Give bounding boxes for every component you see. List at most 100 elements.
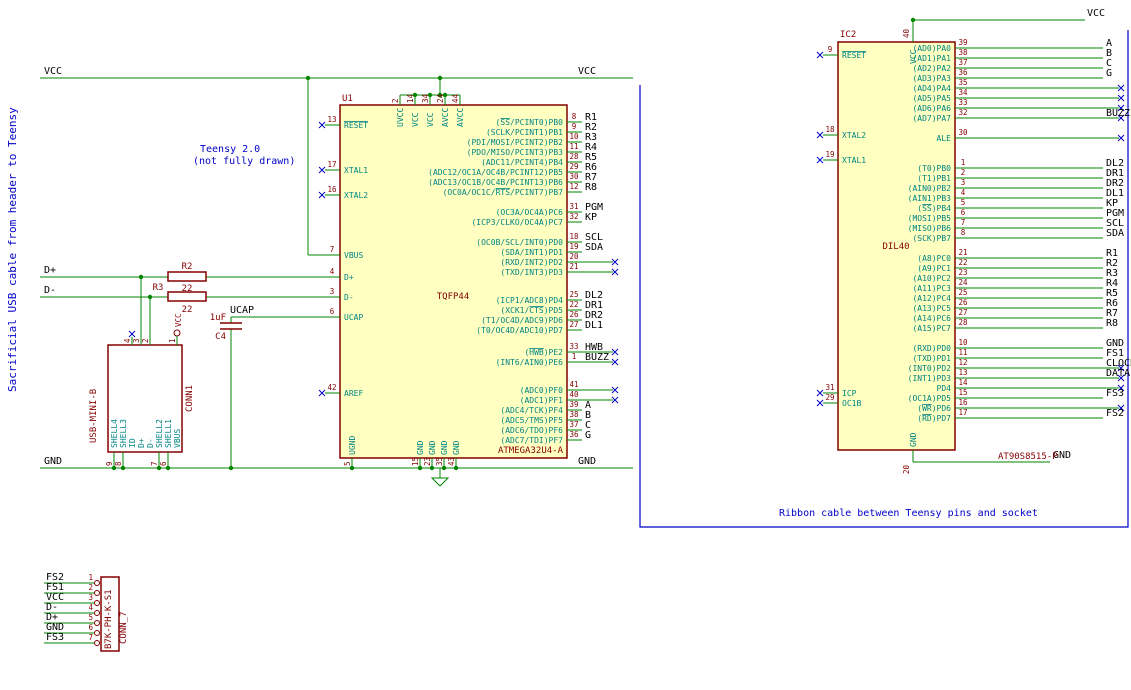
r2-value: 22 — [182, 284, 193, 294]
pin-number: 28 — [569, 152, 579, 161]
pin-number: 9 — [828, 45, 833, 54]
net-label-gnd: GND — [1053, 450, 1071, 461]
no-connect-icon — [611, 348, 619, 356]
junction-dot — [165, 465, 171, 471]
net-label: B — [585, 410, 591, 421]
pin-number: 7 — [88, 633, 93, 642]
pin-number: 15 — [411, 457, 420, 466]
pin-number: 26 — [958, 298, 968, 307]
net-label: FS1 — [46, 582, 64, 593]
net-label-vcc: VCC — [578, 66, 596, 77]
c4-value: 1uF — [210, 313, 226, 323]
pin-name: (ICP1/ADC8)PD4 — [496, 296, 564, 305]
pin-number: 7 — [150, 461, 159, 466]
junction-dot — [156, 465, 162, 471]
junction-dot — [349, 465, 355, 471]
net-label: FS3 — [46, 632, 64, 643]
pin-number: 11 — [958, 348, 967, 357]
pin-name: AVCC — [456, 108, 465, 127]
net-label: R8 — [1106, 318, 1118, 329]
pin-name: GND — [909, 432, 918, 447]
u1-ref: U1 — [342, 94, 353, 104]
net-label: R4 — [585, 142, 597, 153]
net-label-gnd: GND — [578, 456, 596, 467]
pin-number: 10 — [569, 132, 579, 141]
net-label: DR2 — [585, 310, 603, 321]
pin-circle — [94, 630, 100, 636]
pin-name: (AIN1)PB3 — [908, 194, 952, 203]
no-connect-icon — [1117, 84, 1125, 92]
pin-number: 43 — [447, 457, 456, 466]
pin-number: 32 — [958, 108, 967, 117]
pin-name: (TXD)PD1 — [912, 354, 951, 363]
pin-number: 35 — [435, 457, 444, 466]
pin-name: (OC0A/OC1C/RTS/PCINT7)PB7 — [443, 188, 564, 197]
pin-number: 33 — [569, 342, 578, 351]
usb-ref: CONN1 — [185, 385, 195, 412]
pin-name: RESET — [842, 51, 866, 60]
pin-name: (A11)PC3 — [912, 284, 951, 293]
no-connect-icon — [611, 396, 619, 404]
pin-number: 16 — [958, 398, 968, 407]
pin-name: D- — [146, 438, 155, 448]
junction-dot — [417, 465, 423, 471]
no-connect-icon — [816, 131, 824, 139]
pin-number: 18 — [825, 125, 835, 134]
pin-number: 1 — [88, 573, 93, 582]
pin-number: 3 — [132, 338, 141, 343]
pin-number: 18 — [569, 232, 579, 241]
pin-number: 21 — [958, 248, 967, 257]
pin-number: 5 — [961, 198, 966, 207]
pin-number: 25 — [569, 290, 578, 299]
ribbon-section-border — [639, 30, 1129, 528]
pin-name: SHELL2 — [155, 419, 164, 448]
pin-name: (SS/PCINT0)PB0 — [496, 118, 564, 127]
pin-number: 27 — [569, 320, 578, 329]
pin-name: (ADC11/PCINT4)PB4 — [481, 158, 563, 167]
pin-name: (HWB)PE2 — [524, 348, 563, 357]
net-label: C — [585, 420, 591, 431]
r3-value: 22 — [182, 305, 193, 315]
r3-body[interactable] — [167, 291, 207, 302]
conn7-body[interactable] — [100, 576, 120, 652]
pin-name: (ADC1)PF1 — [520, 396, 564, 405]
pin-name: (A15)PC7 — [912, 324, 951, 333]
pin-number: 30 — [569, 172, 579, 181]
no-connect-icon — [1117, 134, 1125, 142]
net-label: FS2 — [46, 572, 64, 583]
net-label: R6 — [585, 162, 597, 173]
net-label: DR1 — [585, 300, 603, 311]
pin-name: (ADC7/TDI)PF7 — [500, 436, 563, 445]
u1-body[interactable] — [339, 104, 568, 459]
pin-number: 30 — [958, 128, 968, 137]
net-label: R6 — [1106, 298, 1118, 309]
pin-name: (ADC5/TMS)PF5 — [500, 416, 563, 425]
ic2-body[interactable] — [837, 41, 956, 451]
usb-connector-body[interactable] — [107, 344, 183, 453]
no-connect-icon — [611, 268, 619, 276]
pin-name: (A8)PC0 — [917, 254, 951, 263]
pin-number: 40 — [902, 28, 911, 38]
ic2-package: DIL40 — [882, 242, 909, 252]
pin-number: 9 — [105, 461, 114, 466]
pin-number: 6 — [961, 208, 966, 217]
pin-number: 23 — [958, 268, 967, 277]
pin-number: 42 — [327, 383, 336, 392]
usb-value: USB-MINI-B — [89, 389, 99, 443]
conn7-value: B7K-PH-K-S1 — [104, 589, 114, 649]
pin-name: (SCLK/PCINT1)PB1 — [486, 128, 563, 137]
pin-name: (ADC0)PF0 — [520, 386, 564, 395]
junction-dot — [111, 465, 117, 471]
pin-name: (WR)PD6 — [917, 404, 951, 413]
pin-number: 31 — [569, 202, 578, 211]
pin-name: D+ — [137, 438, 146, 448]
pin-name: (A14)PC6 — [912, 314, 951, 323]
pin-name: (ADC6/TDO)PF6 — [500, 426, 563, 435]
pin-name: (T1)PB1 — [917, 174, 951, 183]
no-connect-icon — [816, 399, 824, 407]
pin-number: 14 — [406, 93, 415, 103]
pin-number: 1 — [961, 158, 966, 167]
r2-body[interactable] — [167, 271, 207, 282]
pin-name: VCC — [909, 49, 918, 64]
pin-name: PD4 — [937, 384, 952, 393]
